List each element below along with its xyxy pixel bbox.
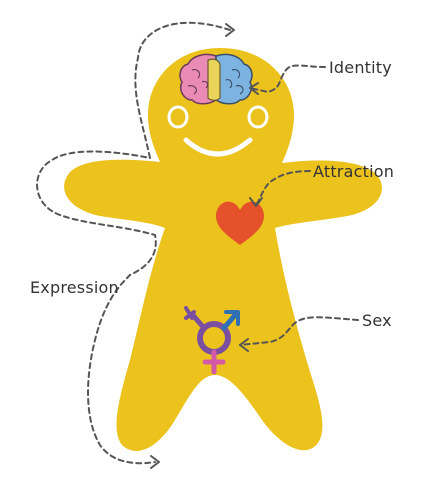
right-eye [247, 105, 269, 129]
label-identity: Identity [329, 58, 392, 77]
heart-icon [216, 201, 264, 245]
label-sex: Sex [362, 311, 392, 330]
identity-connector [249, 64, 326, 94]
expression-connector [36, 21, 231, 465]
smile [183, 137, 253, 157]
sex-connector [239, 316, 359, 346]
label-expression: Expression [30, 278, 119, 297]
sex-arrowhead [239, 338, 249, 352]
transgender-symbol-icon [184, 306, 240, 375]
gingerbread-body [64, 48, 382, 451]
attraction-arrowhead [249, 197, 263, 207]
expression-arrowhead-top [225, 23, 235, 37]
expression-arrowhead-bottom [150, 455, 160, 469]
identity-arrowhead [249, 82, 259, 95]
left-eye [167, 105, 189, 129]
brain-icon [179, 53, 253, 105]
label-attraction: Attraction [313, 162, 394, 181]
